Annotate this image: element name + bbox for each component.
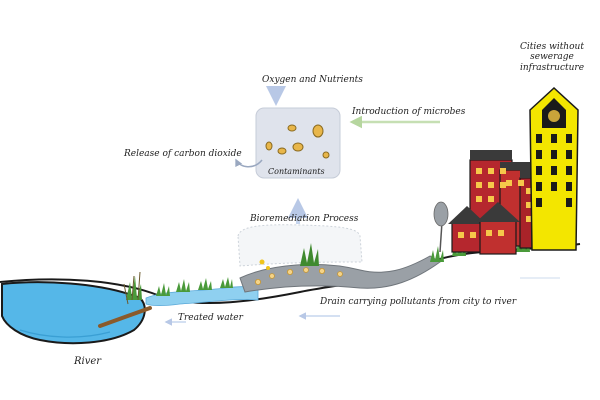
treated-water-label: Treated water bbox=[178, 313, 243, 323]
river-water bbox=[0, 281, 146, 345]
river-ripple bbox=[19, 329, 111, 338]
ground-line bbox=[0, 243, 581, 304]
river-label: River bbox=[74, 356, 102, 367]
bioremediation-label: Bioremediation Process bbox=[250, 214, 359, 224]
carbon-dioxide-label: Release of carbon dioxide bbox=[124, 149, 242, 159]
flowers bbox=[259, 259, 270, 270]
drain-label: Drain carrying pollutants from city to r… bbox=[320, 297, 517, 307]
wetland-reeds bbox=[123, 271, 141, 305]
treated-water-stream bbox=[145, 286, 259, 306]
microbe-cells bbox=[265, 124, 330, 159]
co2-arrow bbox=[235, 158, 263, 168]
yellow-tower bbox=[529, 86, 579, 251]
contaminants-label: Contaminants bbox=[268, 167, 325, 176]
oxygen-nutrients-label: Oxygen and Nutrients bbox=[262, 75, 363, 85]
fallen-log bbox=[98, 306, 152, 328]
tree bbox=[433, 201, 449, 253]
pollutant-particles bbox=[254, 267, 343, 285]
bioremediation-area bbox=[237, 224, 363, 267]
microbes-label: Introduction of microbes bbox=[352, 107, 466, 117]
cities-label: Cities without sewerage infrastructure bbox=[519, 42, 585, 73]
